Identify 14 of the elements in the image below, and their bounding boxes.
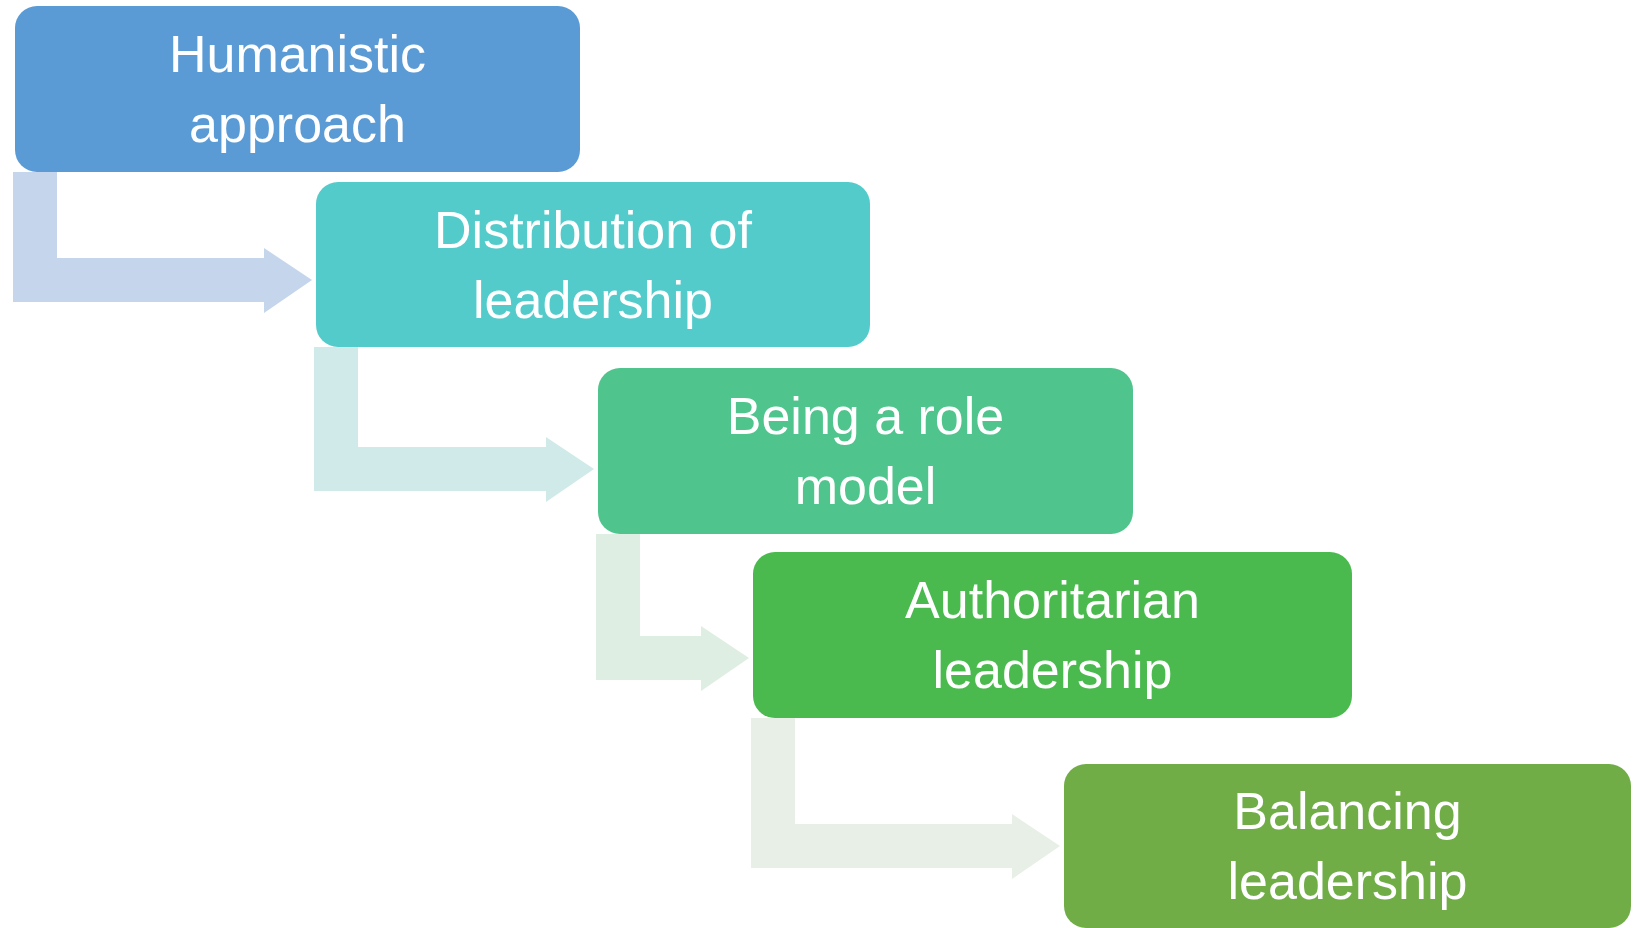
step-label: Being a role model [725,386,1006,517]
step-box [316,182,870,347]
step-box [15,6,580,172]
step-label: Humanistic approach [167,24,428,155]
bent-arrow [751,718,1060,879]
step-box [598,368,1133,534]
bent-arrow [314,347,594,502]
step-box [753,552,1352,718]
step-label: Distribution of leadership [433,199,753,331]
step-label: Authoritarian leadership [904,570,1201,701]
bent-arrow [596,534,749,691]
step-label: Balancing leadership [1226,781,1469,912]
step-box [1064,764,1631,928]
bent-arrow [13,172,312,313]
